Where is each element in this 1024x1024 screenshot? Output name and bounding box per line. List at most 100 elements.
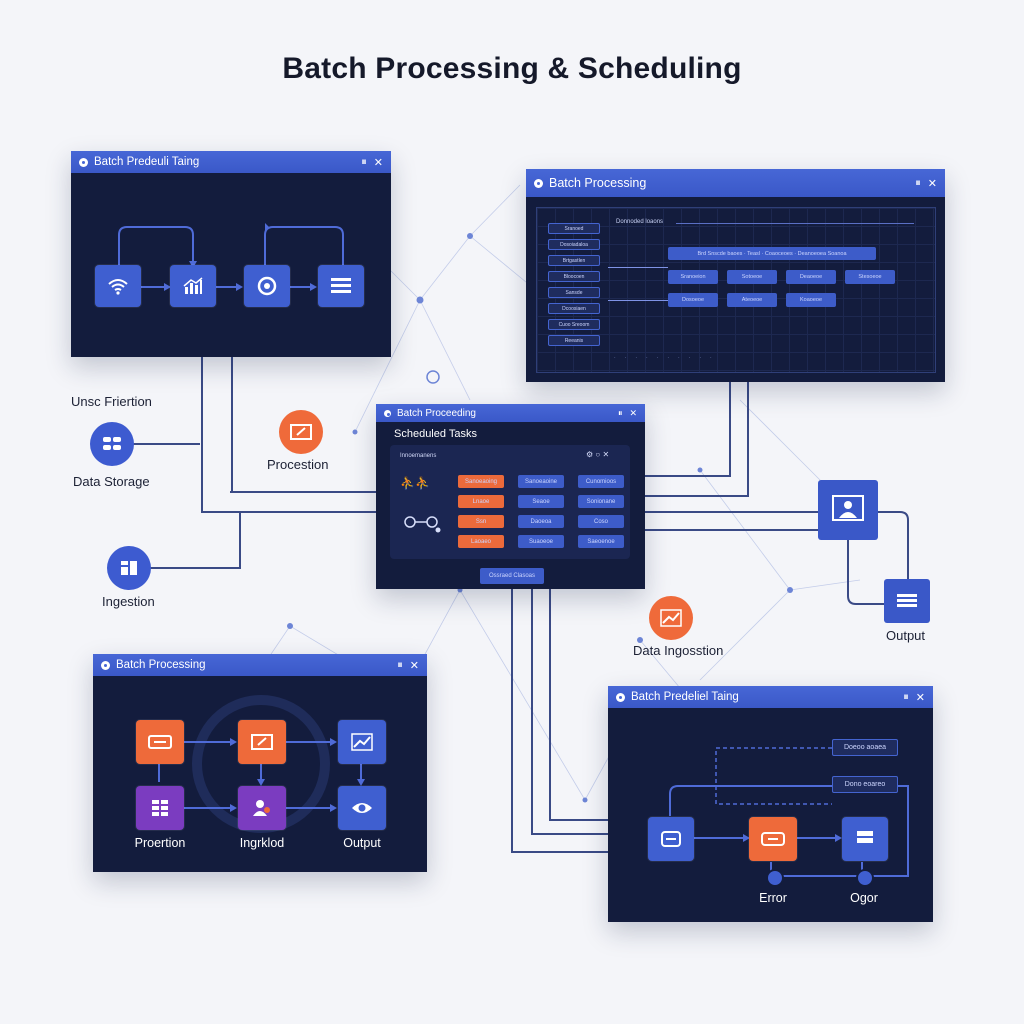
task-list-item[interactable]: Sranoed	[548, 223, 600, 234]
status-box-1[interactable]: Doeoo aoaea	[832, 739, 898, 756]
process-circle-icon[interactable]	[279, 410, 323, 454]
node-label: Proertion	[134, 836, 186, 850]
scheduled-task-chip[interactable]: Ssn	[458, 515, 504, 528]
app-icon	[534, 178, 543, 188]
status-box-2[interactable]: Dono eoareo	[832, 776, 898, 793]
window-titlebar[interactable]: Batch Predeliel Taing ⏸ ✕	[608, 686, 933, 708]
timeline-panel	[536, 207, 936, 373]
ingestion-circle-icon[interactable]	[107, 546, 151, 590]
task-list-item[interactable]: Reeanis	[548, 335, 600, 346]
flow-connectors	[669, 747, 909, 877]
label-ingestion: Ingestion	[102, 594, 155, 609]
task-list-item[interactable]: Bloocoen	[548, 271, 600, 282]
pause-icon[interactable]: ⏸	[903, 690, 909, 703]
flow-connectors	[118, 223, 344, 291]
task-list-item[interactable]: Brtgastlen	[548, 255, 600, 266]
window-title: Batch Processing	[116, 659, 206, 671]
storage-circle-icon[interactable]	[90, 422, 134, 466]
window-title: Batch Predeliel Taing	[631, 691, 739, 703]
storage-icon[interactable]	[648, 817, 694, 861]
window-center[interactable]: Batch Proceeding ⏸ ✕ Scheduled Tasks Inn…	[376, 404, 645, 589]
pause-icon[interactable]: ⏸	[361, 155, 367, 168]
server-icon[interactable]	[842, 817, 888, 861]
scheduled-task-chip[interactable]: Sanoeaoing	[458, 475, 504, 488]
task-chip[interactable]: Dosoeoe	[668, 293, 718, 307]
label-procestion: Procestion	[267, 457, 329, 472]
task-chip[interactable]: Koaoeoe	[786, 293, 836, 307]
window-titlebar[interactable]: Batch Processing ⏸ ✕	[93, 654, 427, 676]
output-port-icon	[856, 869, 874, 887]
eye-icon[interactable]	[338, 786, 386, 830]
label-output: Output	[886, 628, 926, 643]
error-port-icon	[766, 869, 784, 887]
monitor-icon[interactable]	[818, 480, 878, 540]
scheduled-task-chip[interactable]: Suaoeoe	[518, 535, 564, 548]
close-icon[interactable]: ✕	[629, 407, 637, 418]
window-top-right[interactable]: Batch Processing ⏸ ✕ Donnoded loaons Sra…	[526, 169, 945, 382]
pause-icon[interactable]: ⏸	[397, 658, 403, 671]
processor-icon[interactable]	[749, 817, 797, 861]
close-icon[interactable]: ✕	[373, 156, 383, 169]
server-icon[interactable]	[136, 720, 184, 764]
timeline-header: Donnoded loaons	[616, 219, 664, 225]
timeline-ticks: ··········	[614, 355, 721, 361]
label-user-friction: Unsc Friertion	[71, 394, 152, 409]
output-list-icon[interactable]	[884, 579, 930, 623]
task-list-item[interactable]: Cuoo Sreoom	[548, 319, 600, 330]
users-icon: ⛹⛹	[400, 476, 430, 490]
ingestion-chart-icon[interactable]	[649, 596, 693, 640]
app-icon	[79, 157, 88, 167]
node-label: Output	[343, 836, 381, 850]
scheduled-task-chip[interactable]: Daoeoa	[518, 515, 564, 528]
scheduled-task-chip[interactable]: Laoaeo	[458, 535, 504, 548]
timeline-bar[interactable]: Brd Snscde baoes · Teasl · Coaoceoes · D…	[668, 247, 876, 260]
users-icon[interactable]	[238, 786, 286, 830]
window-title: Batch Processing	[549, 176, 647, 190]
window-bottom-right[interactable]: Batch Predeliel Taing ⏸ ✕ Doeoo aoaea Do…	[608, 686, 933, 922]
wifi-icon[interactable]	[95, 265, 141, 307]
list-icon[interactable]	[318, 265, 364, 307]
window-title: Batch Predeuli Taing	[94, 156, 200, 168]
pause-icon[interactable]: ⏸	[915, 176, 921, 189]
scheduled-task-chip[interactable]: Seaoe	[518, 495, 564, 508]
task-chip[interactable]: Stesoeoe	[845, 270, 895, 284]
database-icon[interactable]	[136, 786, 184, 830]
pause-icon[interactable]: ⏸	[617, 407, 623, 418]
node-label: Ingrklod	[239, 836, 285, 850]
scheduled-task-chip[interactable]: Sanoeaoine	[518, 475, 564, 488]
app-icon	[384, 409, 391, 417]
scheduled-task-chip[interactable]: Cunomioos	[578, 475, 624, 488]
task-list-item[interactable]: Dcoosiaen	[548, 303, 600, 314]
close-icon[interactable]: ✕	[915, 691, 925, 704]
panel-controls[interactable]: ⚙ ○ ✕	[586, 450, 610, 459]
timeline-axis-line	[676, 223, 914, 224]
node-label: Error	[759, 891, 787, 905]
close-icon[interactable]: ✕	[409, 659, 419, 672]
window-bottom-left[interactable]: Batch Processing ⏸ ✕	[93, 654, 427, 872]
window-titlebar[interactable]: Batch Proceeding ⏸ ✕	[376, 404, 645, 422]
chart-icon[interactable]	[170, 265, 216, 307]
app-icon	[101, 660, 110, 670]
window-titlebar[interactable]: Batch Predeuli Taing ⏸ ✕	[71, 151, 391, 173]
close-icon[interactable]: ✕	[927, 177, 937, 190]
scheduled-task-chip[interactable]: Sonionane	[578, 495, 624, 508]
task-chip[interactable]: Sotoeoe	[727, 270, 777, 284]
folder-edit-icon[interactable]	[238, 720, 286, 764]
window-top-left[interactable]: Batch Predeuli Taing ⏸ ✕	[71, 151, 391, 357]
task-chip[interactable]: Ateoeoe	[727, 293, 777, 307]
task-list-item[interactable]: Sansde	[548, 287, 600, 298]
label-data-storage: Data Storage	[73, 474, 150, 489]
task-chip[interactable]: Sranoeion	[668, 270, 718, 284]
trend-icon[interactable]	[338, 720, 386, 764]
window-titlebar[interactable]: Batch Processing ⏸ ✕	[526, 169, 945, 197]
connector-line	[608, 300, 668, 301]
section-title: Scheduled Tasks	[394, 428, 477, 440]
scheduled-button[interactable]: Ossraed Clasoas	[480, 568, 544, 584]
scheduled-task-chip[interactable]: Coso	[578, 515, 624, 528]
gear-icon[interactable]	[244, 265, 290, 307]
scheduled-task-chip[interactable]: Lnaoe	[458, 495, 504, 508]
panel-title: Innoemanens	[400, 453, 437, 459]
task-list-item[interactable]: Dosoiadaloa	[548, 239, 600, 250]
scheduled-task-chip[interactable]: Saeoenoe	[578, 535, 624, 548]
task-chip[interactable]: Deaoeoe	[786, 270, 836, 284]
